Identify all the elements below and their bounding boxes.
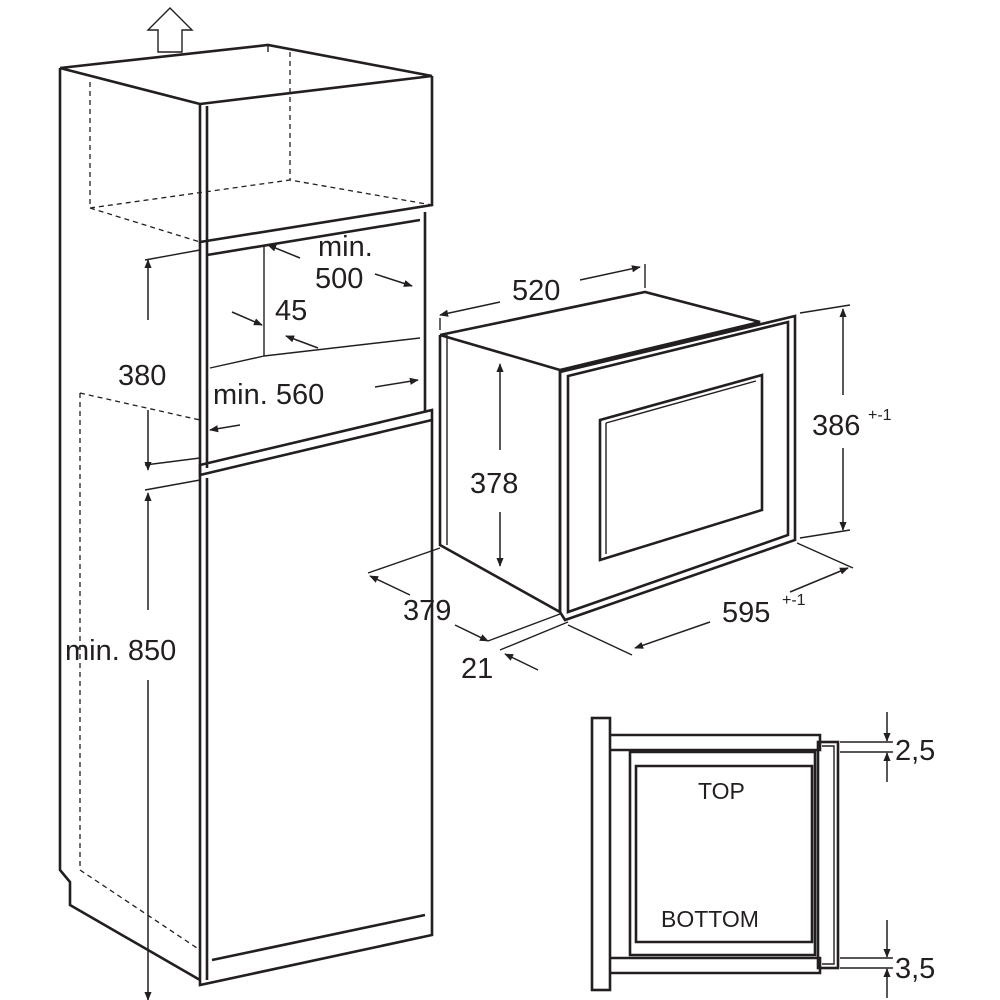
label-595: 595 bbox=[722, 597, 770, 629]
label-min-500-a: min. bbox=[318, 231, 373, 263]
ventilation-up-arrow-icon bbox=[146, 7, 194, 53]
label-379: 379 bbox=[403, 595, 451, 627]
lower-cabinet-door bbox=[198, 420, 434, 987]
cabinet-top bbox=[59, 43, 433, 106]
label-3-5: 3,5 bbox=[895, 953, 935, 985]
label-595-tolerance: +-1 bbox=[782, 592, 806, 609]
label-min-850: min. 850 bbox=[65, 635, 176, 667]
oven-niche bbox=[198, 212, 427, 475]
upper-compartment bbox=[198, 76, 434, 244]
label-45: 45 bbox=[275, 295, 307, 327]
section-view: TOP BOTTOM 2,5 3,5 bbox=[590, 712, 935, 998]
section-oven-frame bbox=[628, 750, 817, 957]
label-21: 21 bbox=[461, 653, 493, 685]
oven-dimensions: 520 378 386 +-1 379 21 595 +-1 bbox=[367, 264, 892, 685]
oven-unit bbox=[438, 290, 797, 622]
label-min-560: min. 560 bbox=[213, 379, 324, 411]
label-386-tolerance: +-1 bbox=[868, 407, 892, 424]
cabinet-dimensions: min. 500 45 380 min. 560 min. 850 bbox=[65, 231, 419, 1000]
label-2-5: 2,5 bbox=[895, 735, 935, 767]
label-520: 520 bbox=[512, 275, 560, 307]
section-front-trim bbox=[816, 740, 840, 970]
label-bottom: BOTTOM bbox=[661, 906, 759, 932]
oven-window bbox=[598, 373, 764, 562]
label-386: 386 bbox=[812, 410, 860, 442]
label-top: TOP bbox=[698, 778, 745, 804]
cabinet bbox=[58, 7, 434, 987]
label-378: 378 bbox=[470, 468, 518, 500]
oven-front-panel bbox=[558, 314, 797, 622]
section-cabinet-wall bbox=[590, 716, 612, 992]
cabinet-left-side bbox=[58, 66, 201, 982]
label-380: 380 bbox=[118, 360, 166, 392]
label-min-500-b: 500 bbox=[315, 263, 363, 295]
